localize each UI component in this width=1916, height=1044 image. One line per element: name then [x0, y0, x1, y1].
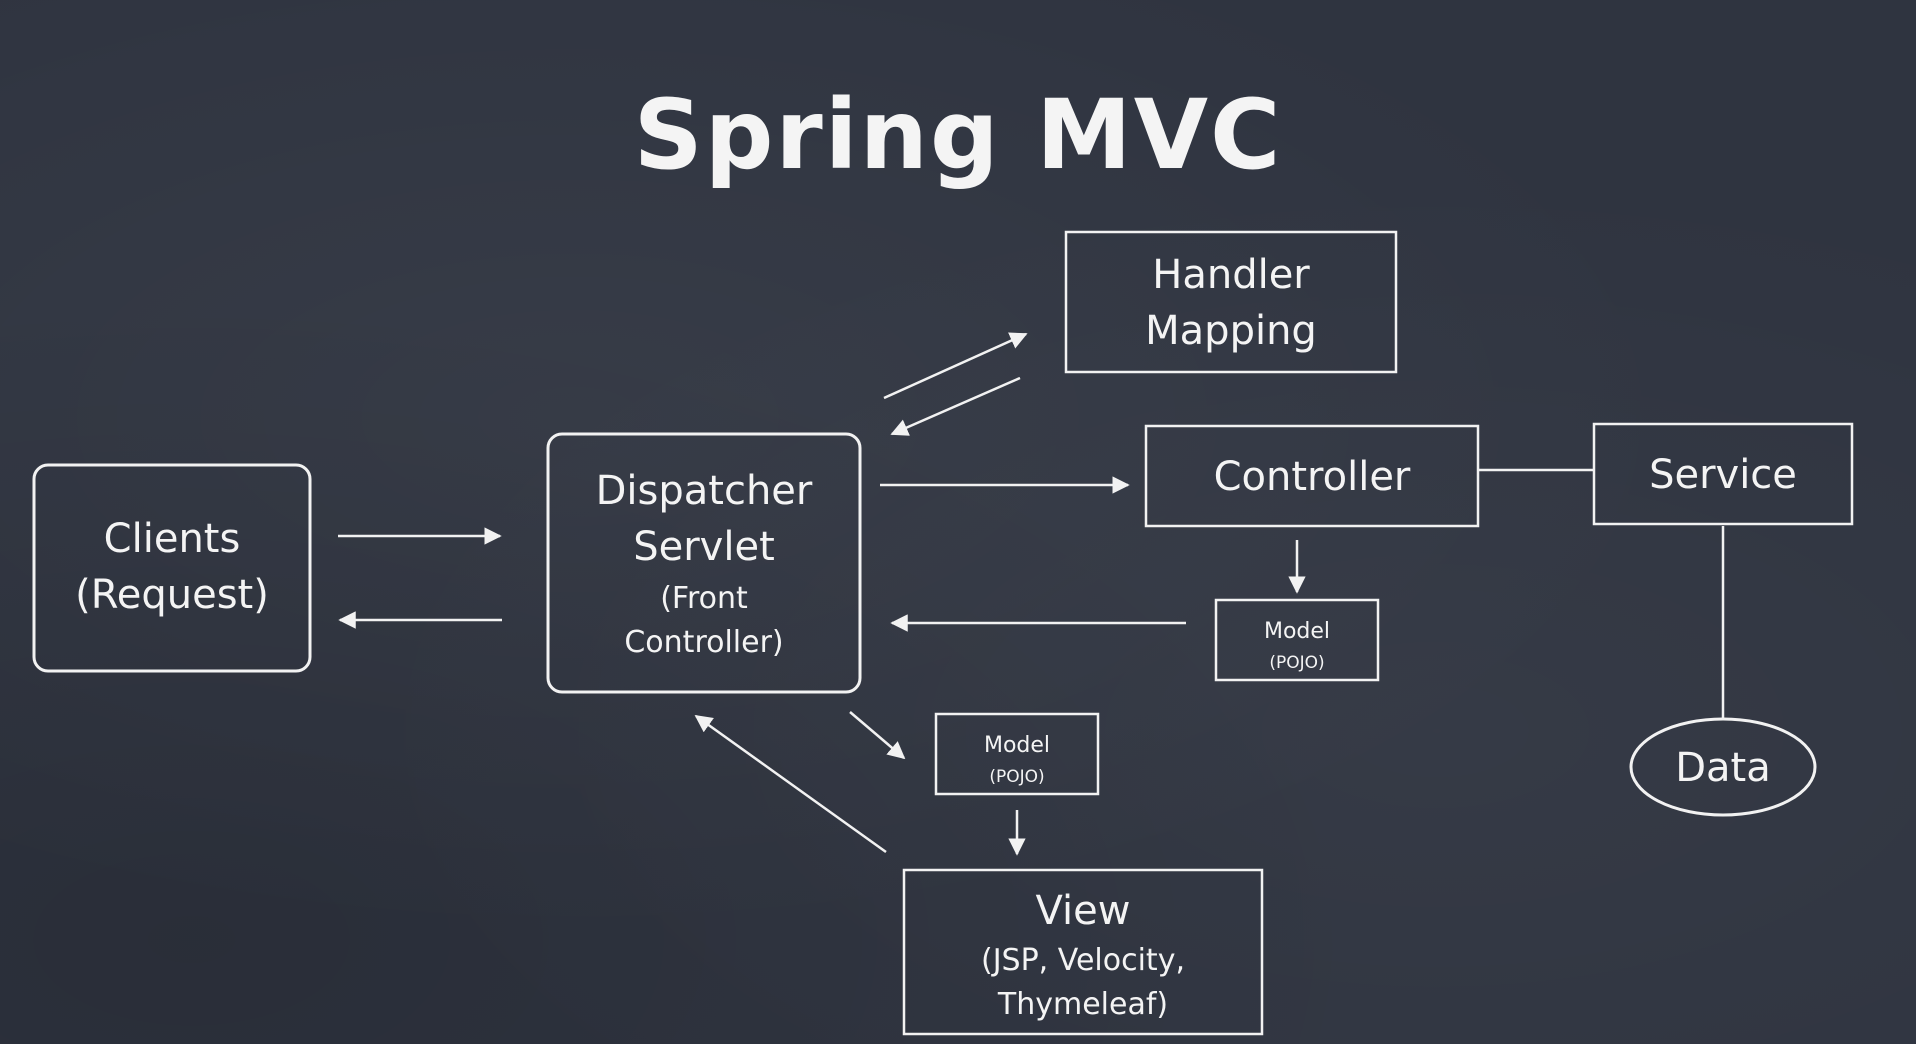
- edge-view-to-dispatcher: [694, 714, 887, 854]
- dispatcher-label: Dispatcher: [596, 468, 813, 514]
- model-right-sublabel: (POJO): [1269, 653, 1324, 673]
- node-controller: Controller: [1144, 424, 1480, 528]
- edge-dispatcher-to-handler: [883, 332, 1028, 400]
- service-label: Service: [1649, 452, 1797, 498]
- edge-handler-to-dispatcher: [890, 376, 1021, 436]
- model-right-label: Model: [1264, 619, 1330, 644]
- view-label: View: [1036, 888, 1131, 934]
- node-model-right: Model (POJO): [1214, 598, 1380, 682]
- view-sublabel-2: Thymeleaf): [997, 987, 1168, 1022]
- node-clients: Clients (Request): [32, 463, 312, 673]
- diagram-title: Spring MVC: [634, 79, 1283, 191]
- dispatcher-sublabel: (Front: [660, 581, 748, 616]
- dispatcher-sublabel-2: Controller): [624, 625, 783, 660]
- node-service: Service: [1592, 422, 1854, 526]
- node-model-center: Model (POJO): [934, 712, 1100, 796]
- node-data: Data: [1629, 717, 1817, 817]
- clients-sublabel: (Request): [75, 572, 269, 618]
- controller-label: Controller: [1214, 454, 1411, 500]
- node-handler-mapping: Handler Mapping: [1064, 230, 1398, 374]
- handler-label-2: Mapping: [1145, 308, 1317, 354]
- model-center-sublabel: (POJO): [989, 767, 1044, 787]
- edge-dispatcher-to-model-center: [849, 711, 906, 760]
- edges: [338, 332, 1725, 856]
- handler-label: Handler: [1152, 252, 1310, 298]
- node-dispatcher-servlet: Dispatcher Servlet (Front Controller): [546, 432, 862, 694]
- data-label: Data: [1675, 745, 1771, 791]
- model-center-label: Model: [984, 733, 1050, 758]
- clients-label: Clients: [104, 516, 241, 562]
- node-view: View (JSP, Velocity, Thymeleaf): [902, 868, 1264, 1036]
- dispatcher-label-2: Servlet: [633, 524, 775, 570]
- view-sublabel: (JSP, Velocity,: [981, 943, 1185, 978]
